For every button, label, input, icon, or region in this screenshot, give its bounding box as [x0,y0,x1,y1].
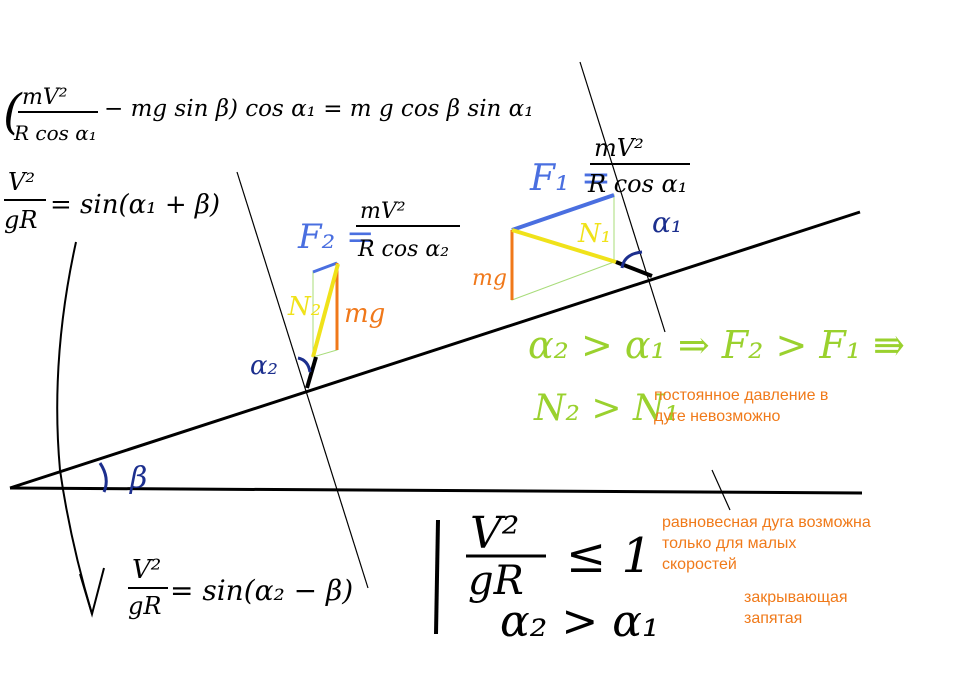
inclined-plane-line [9,210,861,490]
transition-arrow-head [79,567,105,618]
normal-line-right [579,61,666,333]
f2-numerator: mV² [360,199,406,224]
f1-denominator: R cos α₁ [587,170,687,198]
alpha1-angle-arc [620,250,643,269]
force-diagram-2 [297,261,340,389]
transition-arrow-shaft [56,241,93,615]
equation-3: V² gR = sin(α₂ − β) [128,555,353,620]
eq2-numerator: V² [8,168,35,196]
f1-numerator: mV² [594,134,644,162]
eq3-denominator: gR [128,592,161,620]
n2-label: N₂ [287,292,321,322]
eq1-rest: − mg sin β) cos α₁ = m g cos β sin α₁ [104,96,533,122]
normal-line-right-tail [711,469,731,511]
mg-label-right: mg [472,266,507,291]
eq1-open-paren: ( [3,84,23,140]
eq2-rest: = sin(α₁ + β) [50,190,220,220]
mg-label-left: mg [344,299,385,329]
f2-denominator: R cos α₂ [357,237,449,262]
contact-stub-2 [305,356,318,389]
eq1-denominator: R cos α₁ [13,121,97,145]
eq3-rest: = sin(α₂ − β) [170,574,353,607]
eq1-numerator: mV² [22,85,68,110]
horizontal-ground-line [9,486,863,495]
inequality-bar [434,519,440,635]
force-vector-f2 [312,261,338,274]
normal-line-left [236,171,369,589]
normal-vector-n2 [311,263,340,358]
boxed-angle-relation: α₂ > α₁ [500,596,660,647]
alpha1-label: α₁ [652,206,682,239]
boxed-denominator: gR [468,558,524,604]
boxed-inequality-sign: ≤ 1 [566,528,652,584]
boxed-inequality: V² gR ≤ 1 α₂ > α₁ [466,508,660,647]
force-vector-f1 [511,193,615,232]
conclusion-line-1: α₂ > α₁ ⇒ F₂ > F₁ ⇛ [528,323,905,367]
equation-1: ( mV² R cos α₁ − mg sin β) cos α₁ = m g … [3,84,533,145]
force-diagram-1 [510,193,653,301]
normal-vector-n1 [511,228,617,264]
note-constant-pressure: постоянное давление в дуге невозможно [654,387,829,425]
f2-lhs-label: F₂ = [297,217,375,257]
equation-2: V² gR = sin(α₁ + β) [4,168,220,234]
eq3-numerator: V² [132,555,161,585]
conclusion-line-2: N₂ > N₁ [533,388,679,429]
boxed-numerator: V² [470,508,519,559]
beta-angle-arc [98,462,108,493]
alpha2-angle-arc [297,356,312,373]
note-closing-comma: закрывающая запятая [744,589,848,627]
n1-label: N₁ [577,219,611,249]
eq2-denominator: gR [4,206,37,234]
beta-label: β [129,461,147,496]
note-equilibrium-arc: равновесная дуга возможна только для мал… [662,514,871,573]
alpha2-label: α₂ [250,351,278,381]
